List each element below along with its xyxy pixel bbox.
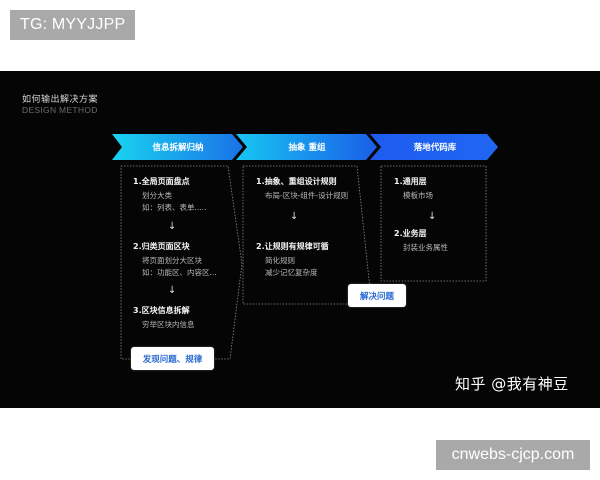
col3-step-1-title: 1.通用层 bbox=[394, 177, 427, 186]
col3-step-2-line-1: 封装业务属性 bbox=[403, 243, 448, 252]
process-chevrons bbox=[112, 134, 498, 160]
col2-step-1: 1.抽象、重组设计规则 布局-区块-组件-设计规则 bbox=[256, 176, 348, 202]
col1-step-2-title: 2.归类页面区块 bbox=[133, 242, 190, 251]
col2-step-1-line-1: 布局-区块-组件-设计规则 bbox=[265, 191, 349, 200]
solve-problem-button[interactable]: 解决问题 bbox=[348, 284, 406, 307]
chevron-label-1: 信息拆解归纳 bbox=[152, 143, 204, 153]
watermark-bottom: cnwebs-cjcp.com bbox=[436, 440, 590, 470]
watermark-top: TG: MYYJJPP bbox=[10, 10, 135, 40]
attribution: 知乎 @我有神豆 bbox=[455, 375, 569, 393]
col3-step-1-line-1: 模板市场 bbox=[403, 191, 433, 200]
dashed-frames bbox=[120, 165, 487, 360]
down-arrow-icon: ↓ bbox=[168, 285, 177, 296]
col1-step-3-line-1: 穷举区块内信息 bbox=[142, 320, 195, 329]
col3-step-2-title: 2.业务层 bbox=[394, 229, 427, 238]
col1-step-3: 3.区块信息拆解 穷举区块内信息 bbox=[133, 305, 195, 331]
col3-step-1: 1.通用层 模板市场 bbox=[394, 176, 433, 202]
slide-subtitle: DESIGN METHOD bbox=[22, 105, 98, 115]
col2-step-2-line-2: 减少记忆复杂度 bbox=[265, 268, 318, 277]
col2-step-2-title: 2.让规则有规律可循 bbox=[256, 242, 329, 251]
col2-step-2-line-1: 简化规则 bbox=[265, 256, 295, 265]
col1-step-1-title: 1.全局页面盘点 bbox=[133, 177, 190, 186]
design-method-slide: 如何输出解决方案 DESIGN METHOD 信息拆解归纳 抽象 重组 落地代码… bbox=[0, 71, 600, 408]
col1-step-1: 1.全局页面盘点 划分大类 如：列表、表单..... bbox=[133, 176, 206, 214]
col1-step-2-line-1: 将页面划分大区块 bbox=[142, 256, 202, 265]
col3-step-2: 2.业务层 封装业务属性 bbox=[394, 228, 448, 254]
col1-step-1-line-1: 划分大类 bbox=[142, 191, 172, 200]
chevron-label-2: 抽象 重组 bbox=[288, 143, 326, 153]
col1-step-3-title: 3.区块信息拆解 bbox=[133, 306, 190, 315]
col2-step-1-title: 1.抽象、重组设计规则 bbox=[256, 177, 337, 186]
col2-step-2: 2.让规则有规律可循 简化规则 减少记忆复杂度 bbox=[256, 241, 329, 279]
col1-step-2-line-2: 如：功能区、内容区... bbox=[142, 268, 217, 277]
chevron-label-3: 落地代码库 bbox=[413, 143, 457, 153]
down-arrow-icon: ↓ bbox=[290, 211, 299, 222]
find-patterns-button[interactable]: 发现问题、规律 bbox=[131, 347, 214, 370]
down-arrow-icon: ↓ bbox=[428, 211, 437, 222]
col1-step-1-line-2: 如：列表、表单..... bbox=[142, 203, 207, 212]
slide-title: 如何输出解决方案 bbox=[22, 95, 99, 105]
col1-step-2: 2.归类页面区块 将页面划分大区块 如：功能区、内容区... bbox=[133, 241, 217, 279]
down-arrow-icon: ↓ bbox=[168, 221, 177, 232]
